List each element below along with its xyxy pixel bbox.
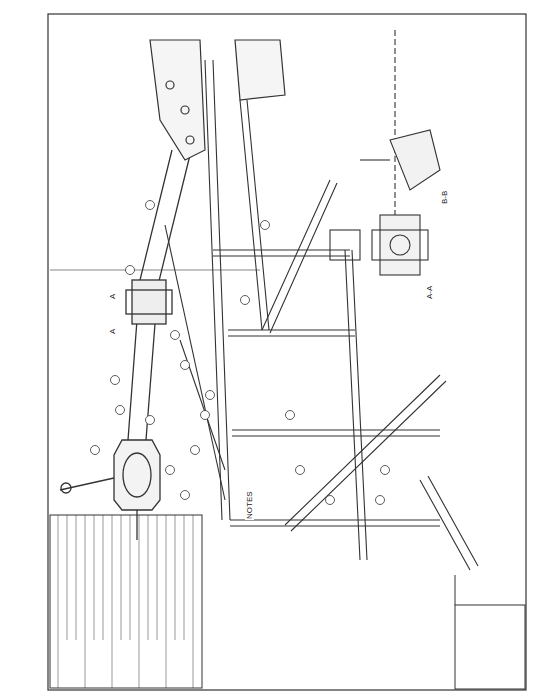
- sheet-border: [48, 14, 526, 690]
- callout-bubble: [126, 266, 135, 275]
- view-label: A: [108, 328, 117, 335]
- callout-bubble: [381, 466, 390, 475]
- table-rule: [175, 515, 176, 640]
- table-rule: [157, 515, 158, 640]
- table-rule: [121, 515, 122, 640]
- callout-bubble: [146, 201, 155, 210]
- table-rule: [103, 515, 104, 640]
- callout-bubble: [111, 376, 120, 385]
- view-label: NOTES: [245, 490, 254, 520]
- callout-bubble: [181, 491, 190, 500]
- table-rule: [148, 515, 149, 640]
- callout-bubble: [326, 496, 335, 505]
- title-block: [50, 515, 202, 688]
- table-rule: [166, 515, 167, 688]
- hinge-bracket: [150, 40, 285, 160]
- callout-bubble: [241, 296, 250, 305]
- callout-bubble: [91, 446, 100, 455]
- boom-tube: [60, 150, 190, 540]
- frame-tubes: [50, 60, 478, 570]
- callout-bubble: [181, 361, 190, 370]
- callout-bubble: [171, 331, 180, 340]
- callout-circles: [91, 201, 390, 505]
- view-label: A-A: [425, 285, 434, 300]
- table-rule: [184, 515, 185, 640]
- callout-bubble: [296, 466, 305, 475]
- callout-bubble: [206, 391, 215, 400]
- table-rule: [130, 515, 131, 640]
- callout-bubble: [376, 496, 385, 505]
- callout-bubble: [201, 411, 210, 420]
- title-block-rules: [58, 515, 193, 688]
- table-rule: [76, 515, 77, 640]
- callout-bubble: [261, 221, 270, 230]
- table-rule: [85, 515, 86, 688]
- border-mark: [455, 575, 456, 605]
- callout-bubble: [166, 466, 175, 475]
- revision-box: [455, 605, 525, 689]
- section-views: [330, 30, 440, 275]
- callout-bubble: [146, 416, 155, 425]
- callout-bubble: [191, 446, 200, 455]
- callout-bubble: [286, 411, 295, 420]
- table-rule: [58, 515, 59, 688]
- table-rule: [112, 515, 113, 688]
- view-label: A: [108, 293, 117, 300]
- table-rule: [193, 515, 194, 688]
- table-rule: [67, 515, 68, 640]
- view-label: B-B: [440, 190, 449, 205]
- table-rule: [94, 515, 95, 640]
- table-rule: [139, 515, 140, 688]
- callout-bubble: [116, 406, 125, 415]
